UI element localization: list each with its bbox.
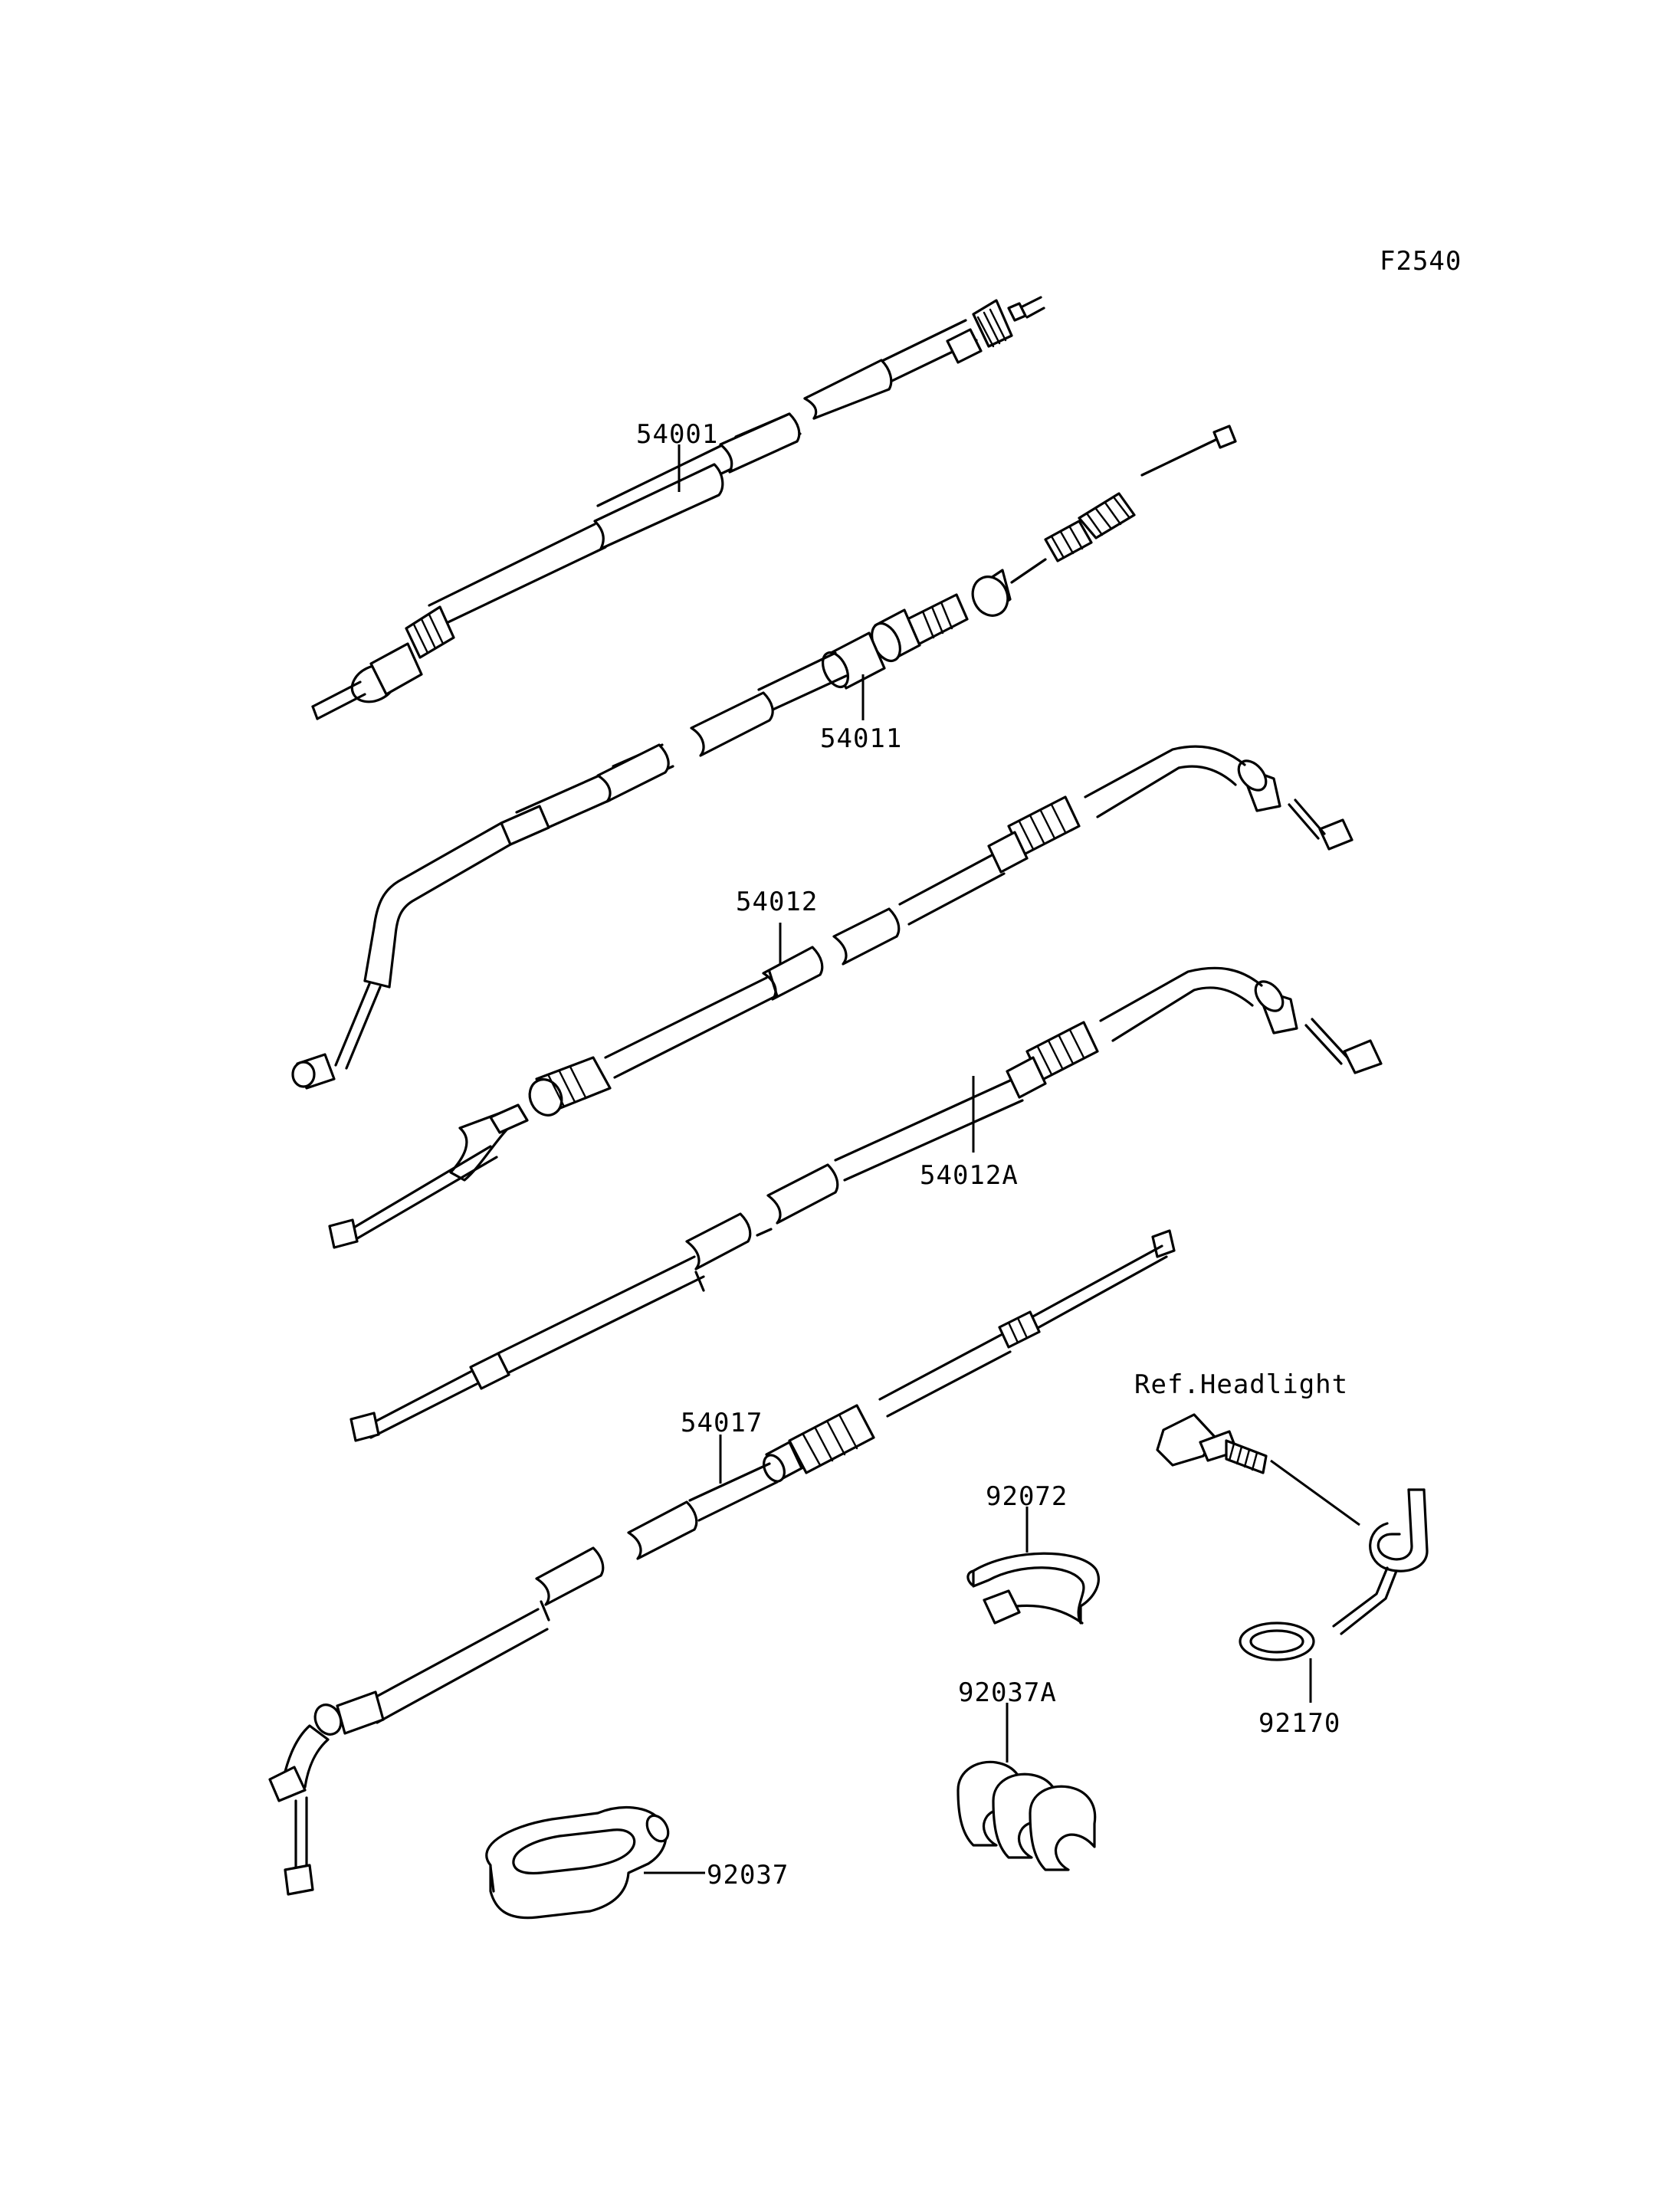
label-92170: 92170	[1258, 1708, 1340, 1739]
label-54012A: 54012A	[920, 1160, 1019, 1191]
throttle-cable-accel[interactable]	[328, 745, 1354, 1249]
speedometer-cable[interactable]	[311, 296, 1045, 720]
choke-cable[interactable]	[268, 1229, 1176, 1896]
headlight-bolt[interactable]	[1156, 1413, 1268, 1474]
label-54011: 54011	[820, 723, 902, 754]
label-54017: 54017	[681, 1408, 763, 1438]
label-54001: 54001	[636, 419, 718, 450]
band-clip[interactable]	[966, 1552, 1100, 1625]
holder[interactable]	[485, 1805, 673, 1920]
label-92072: 92072	[986, 1481, 1068, 1512]
ref-headlight-note: Ref.Headlight	[1134, 1369, 1348, 1400]
label-92037A: 92037A	[958, 1677, 1057, 1708]
holder-a[interactable]	[956, 1760, 1097, 1871]
figure-code: F2540	[1380, 246, 1462, 277]
throttle-cable-decel[interactable]	[349, 966, 1383, 1442]
label-92037: 92037	[707, 1860, 789, 1890]
label-54012: 54012	[736, 887, 818, 917]
clutch-cable[interactable]	[291, 425, 1237, 1090]
bracket[interactable]	[1239, 1488, 1429, 1661]
